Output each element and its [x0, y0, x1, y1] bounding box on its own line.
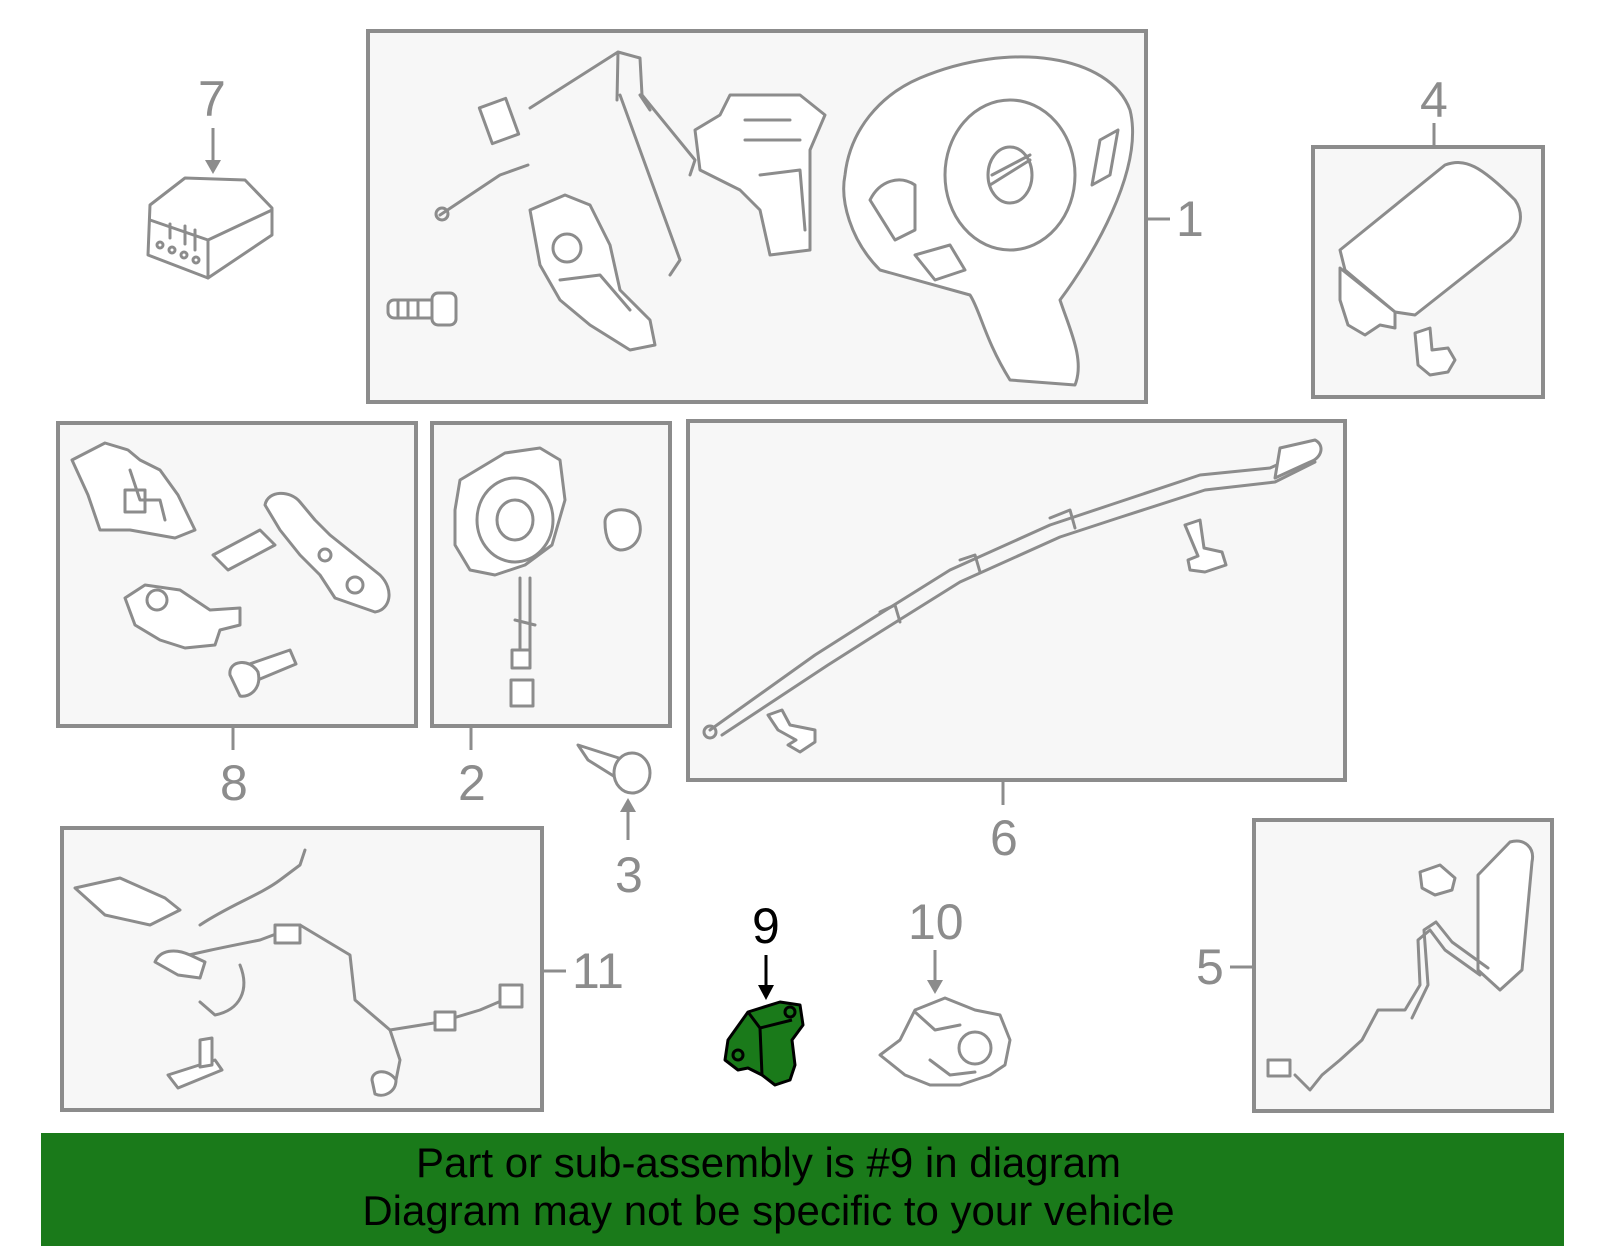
- info-banner: Part or sub-assembly is #9 in diagram Di…: [41, 1133, 1564, 1246]
- callout-7: 7: [198, 71, 226, 127]
- callout-11: 11: [572, 943, 624, 999]
- callout-9: 9: [752, 898, 780, 954]
- part-8-sensor-assembly[interactable]: 8: [56, 421, 418, 811]
- banner-line-2: Diagram may not be specific to your vehi…: [362, 1187, 1175, 1234]
- callout-5: 5: [1196, 939, 1224, 995]
- part-2-clock-spring[interactable]: 2: [430, 421, 672, 811]
- part-10-sensor[interactable]: 10: [878, 894, 1012, 1087]
- part-1-driver-airbag-assembly[interactable]: 1: [366, 29, 1204, 404]
- callout-4: 4: [1420, 72, 1448, 128]
- part-3-screw[interactable]: 3: [576, 743, 652, 903]
- callout-10: 10: [908, 894, 964, 950]
- part-9-highlight-shape: [723, 1000, 805, 1087]
- callout-3: 3: [615, 847, 643, 903]
- part-6-curtain-airbag[interactable]: 6: [686, 419, 1347, 866]
- callout-1: 1: [1176, 191, 1204, 247]
- part-4-knee-airbag[interactable]: 4: [1311, 72, 1545, 399]
- box-6: [686, 419, 1347, 782]
- box-11: [60, 826, 544, 1112]
- callout-8: 8: [220, 755, 248, 811]
- part-9-impact-sensor[interactable]: 9: [723, 898, 805, 1087]
- part-5-side-airbag[interactable]: 5: [1196, 818, 1554, 1113]
- part-7-airbag-control-module[interactable]: 7: [146, 71, 274, 280]
- callout-2: 2: [458, 755, 486, 811]
- part-11-wire-harness[interactable]: 11: [60, 826, 624, 1112]
- banner-line-1: Part or sub-assembly is #9 in diagram: [416, 1139, 1121, 1186]
- callout-6: 6: [990, 810, 1018, 866]
